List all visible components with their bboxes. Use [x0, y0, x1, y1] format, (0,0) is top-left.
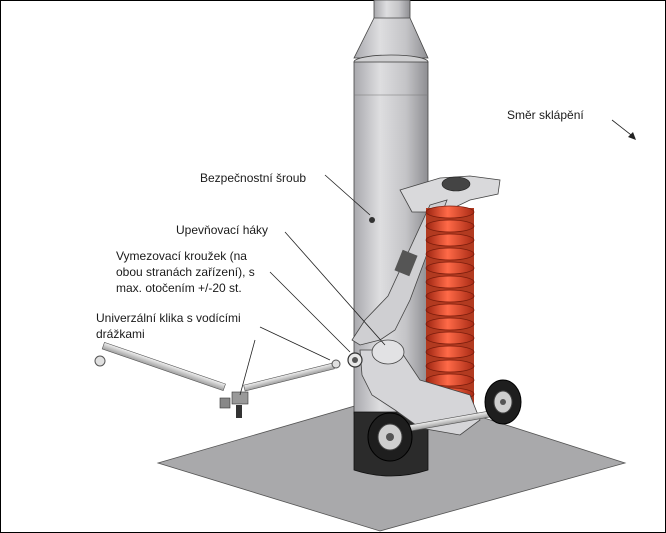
universal-crank	[94, 341, 341, 418]
leader-spacer-ring	[269, 271, 351, 353]
leader-universal-crank	[259, 326, 331, 361]
label-universal-crank-line1: Univerzální klika s vodícími	[96, 311, 241, 325]
label-mounting-hooks: Upevňovací háky	[176, 223, 269, 237]
leader-crank-handle	[239, 339, 256, 396]
upper-spring-seat	[441, 176, 471, 192]
left-wheel	[367, 412, 413, 462]
leader-safety-screw	[324, 174, 371, 216]
spring	[425, 205, 475, 410]
lower-frame	[359, 349, 481, 436]
label-spacer-ring-line1: Vymezovací kroužek (na	[116, 249, 247, 263]
label-spacer-ring-line2: obou stranách zařízení), s	[116, 265, 255, 279]
safety-screw	[369, 217, 375, 223]
arm-clamp	[394, 249, 418, 277]
label-universal-crank-line2: drážkami	[96, 327, 145, 341]
leader-mounting-hooks	[284, 231, 386, 346]
pole-top-cap	[373, 0, 411, 21]
upper-bracket	[399, 175, 501, 213]
pole-cone	[353, 17, 429, 59]
label-tilt-direction: Směr sklápění	[507, 108, 584, 122]
label-safety-screw: Bezpečnostní šroub	[200, 171, 307, 185]
mounting-hook-hub	[371, 339, 405, 365]
spacer-ring-hole	[352, 357, 358, 363]
tilt-direction-arrowhead	[628, 132, 636, 140]
right-wheel	[484, 379, 522, 425]
label-spacer-ring-line3: max. otočením +/-20 st.	[116, 281, 242, 295]
